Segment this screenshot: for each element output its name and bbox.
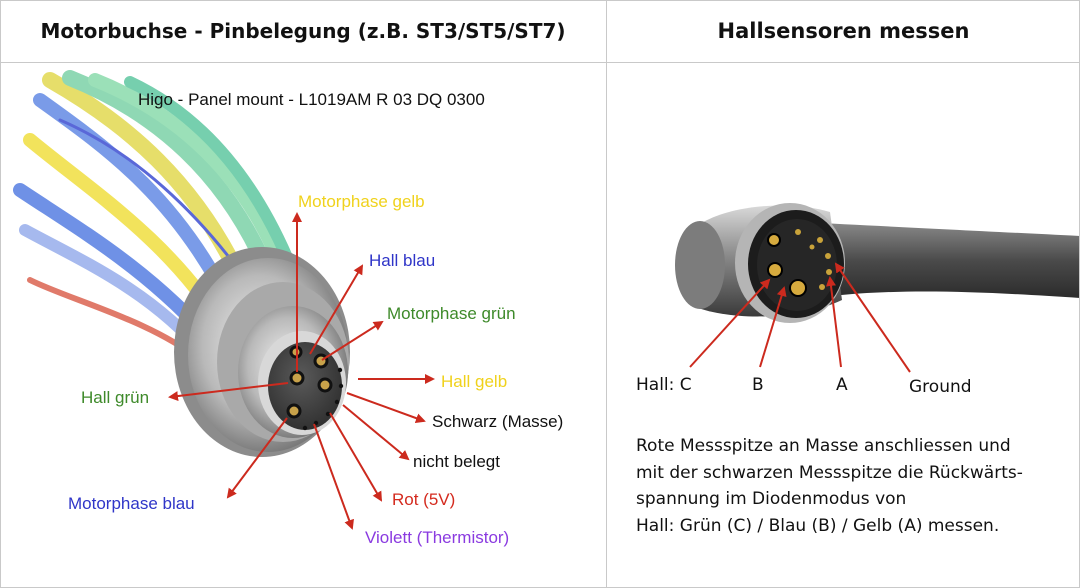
right-header-title: Hallsensoren messen (717, 19, 970, 43)
measurement-instructions: Rote Messspitze an Masse anschliessen un… (636, 433, 1066, 539)
label-violett-thermistor: Violett (Thermistor) (365, 528, 510, 547)
label-hall-gruen: Hall grün (81, 388, 150, 407)
instruction-line: Rote Messspitze an Masse anschliessen un… (636, 436, 1011, 456)
panel-connector (174, 247, 350, 457)
label-rot-5v: Rot (5V) (392, 490, 456, 509)
label-a: A (836, 375, 848, 395)
connector-model-label: Higo - Panel mount - L1019AM R 03 DQ 030… (138, 90, 485, 109)
label-hall-blau: Hall blau (369, 251, 436, 270)
instruction-line: Hall: Grün (C) / Blau (B) / Gelb (A) mes… (636, 515, 1000, 536)
label-nicht-belegt: nicht belegt (413, 452, 500, 471)
motor-plug (675, 203, 845, 323)
label-motorphase-blau: Motorphase blau (68, 494, 195, 513)
label-schwarz-masse: Schwarz (Masse) (432, 412, 564, 431)
probe-cable (800, 222, 1080, 300)
label-motorphase-gruen: Motorphase grün (387, 304, 516, 323)
label-hall-gelb: Hall gelb (441, 372, 508, 391)
pin-arrows-right (689, 262, 911, 373)
label-b: B (752, 375, 764, 395)
instruction-line: mit der schwarzen Messspitze die Rückwär… (636, 462, 1023, 483)
label-motorphase-gelb: Motorphase gelb (298, 192, 425, 211)
left-header-title: Motorbuchse - Pinbelegung (z.B. ST3/ST5/… (40, 19, 566, 43)
column-divider (606, 0, 607, 588)
header-divider (0, 62, 1080, 63)
label-ground: Ground (909, 377, 972, 397)
label-hall-c: Hall: C (636, 375, 692, 395)
pin-arrows-left (168, 212, 435, 530)
instruction-line: spannung im Diodenmodus von (636, 489, 907, 509)
